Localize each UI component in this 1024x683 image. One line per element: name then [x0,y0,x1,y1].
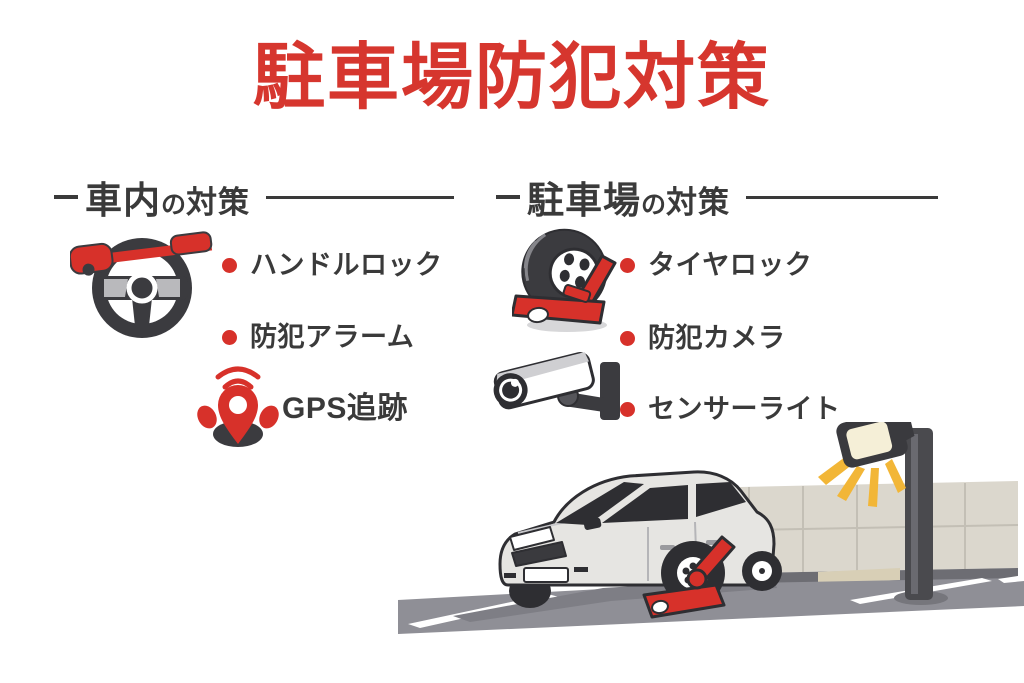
header-rule [266,195,454,199]
sensor-light-pole [818,422,948,605]
car-with-wheel-clamp [498,470,782,619]
item-label: タイヤロック [648,250,813,280]
bullet-icon [620,402,635,418]
list-item-security-alarm: 防犯アラーム [222,322,415,353]
wheel-clamp-icon [642,535,736,619]
security-camera-icon [493,352,620,420]
header-dash [496,195,520,199]
item-label: 防犯アラーム [250,322,415,352]
tire-wheel-clamp-icon [512,228,617,332]
list-item-sensor-light: センサーライト [620,394,841,425]
list-item-gps-tracking: GPS追跡 [282,392,408,425]
sensor-light-icon [836,422,915,468]
heading-particle: の [161,191,187,219]
bullet-icon [222,258,237,274]
section-heading: 駐車場の対策 [527,170,730,224]
header-dash [54,195,78,199]
section-header-parking-lot: 駐車場の対策 [496,170,938,224]
section-header-car-interior: 車内の対策 [54,170,454,224]
bullet-icon [620,258,635,274]
gps-tracking-pin-icon [197,366,279,447]
heading-strong: 車内 [85,180,161,221]
heading-tail: 対策 [666,185,731,220]
sensor-light-rays [818,457,906,507]
page-title: 駐車場防犯対策 [252,38,771,118]
heading-strong: 駐車場 [527,180,641,221]
bullet-icon [222,330,237,346]
section-heading: 車内の対策 [85,170,250,224]
list-item-tire-lock: タイヤロック [620,250,813,281]
list-item-security-camera: 防犯カメラ [620,323,786,354]
item-label: GPS追跡 [282,392,408,425]
list-item-handle-lock: ハンドルロック [222,250,443,281]
heading-particle: の [641,191,667,219]
item-label: 防犯カメラ [648,323,786,353]
item-label: ハンドルロック [250,250,443,280]
item-label: センサーライト [648,394,841,424]
heading-tail: 対策 [186,185,251,220]
parking-lot-scene [398,422,1024,634]
steering-wheel-lock-icon [70,231,213,338]
bullet-icon [620,331,635,347]
header-rule [746,195,938,199]
